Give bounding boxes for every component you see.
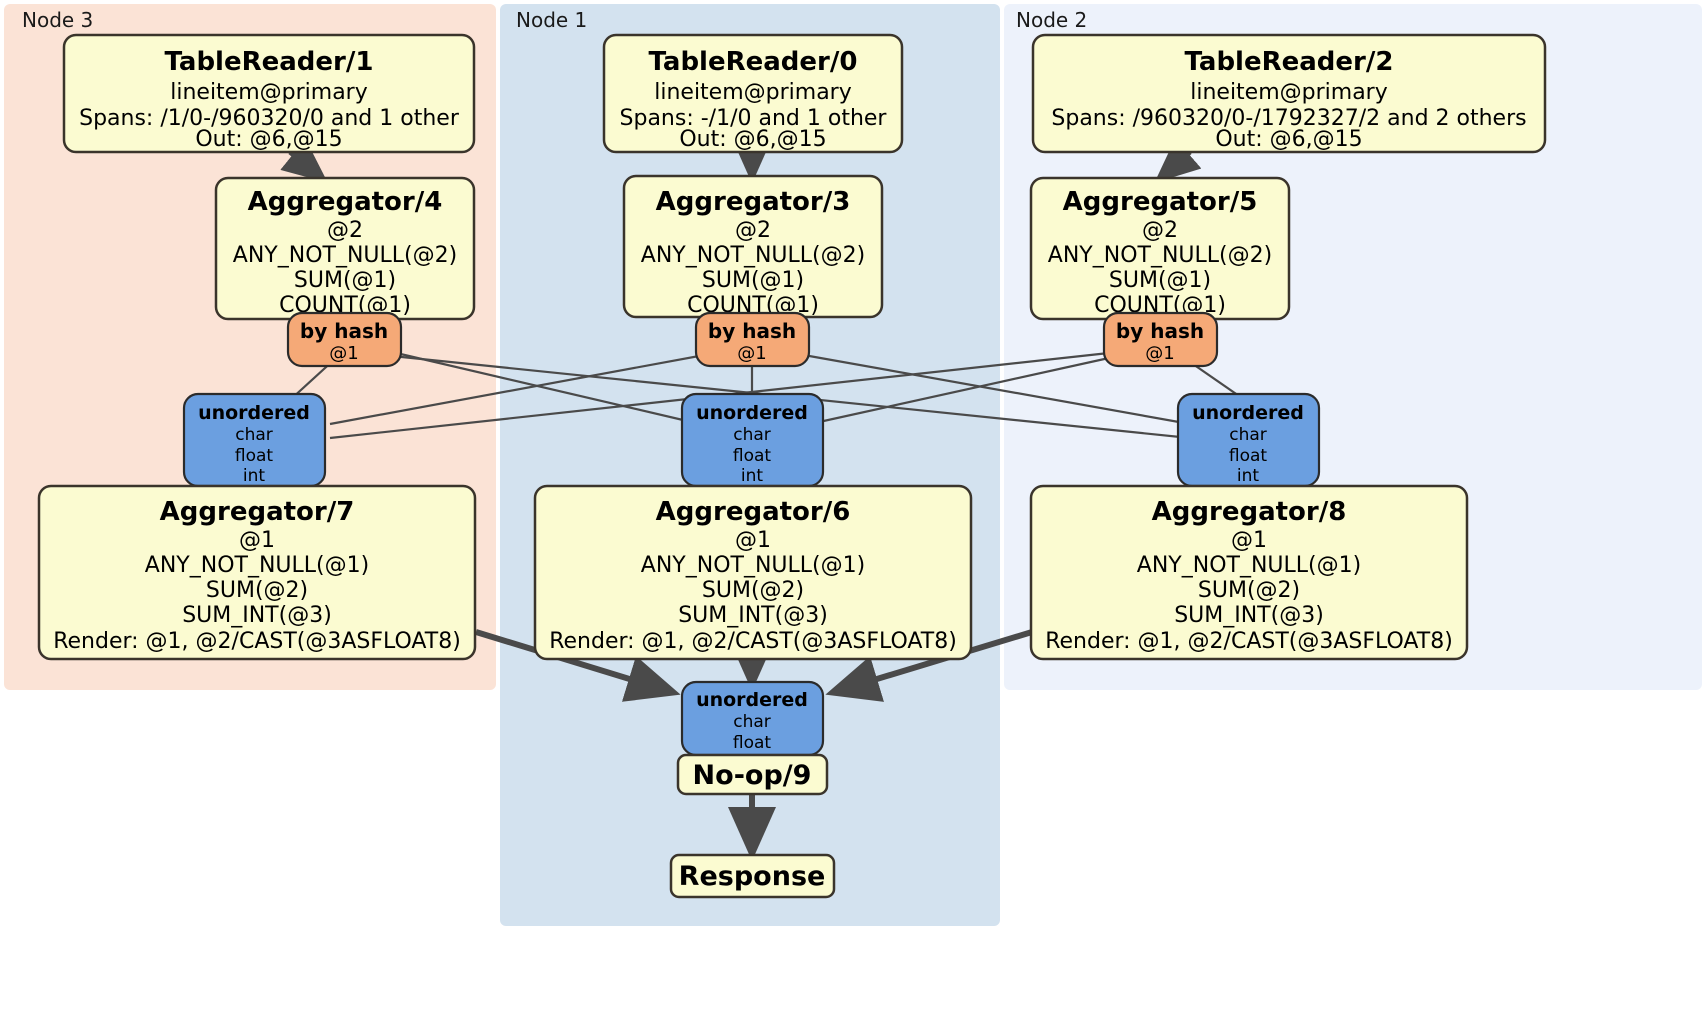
stream-unordered-left-line-1: float (235, 446, 274, 466)
stream-unordered-right-title: unordered (1192, 402, 1304, 424)
stream-unordered-center-line-2: int (741, 466, 763, 486)
stream-unordered-center-title: unordered (696, 402, 808, 424)
edge-hash-center-to-unordered-left (329, 352, 711, 426)
edge-hash-right-to-unordered-center (809, 354, 1119, 426)
edge-agg8-to-final (825, 629, 1033, 702)
router-by-hash-left-title: by hash (300, 319, 388, 343)
aggregator-8-line-4: Render: @1, @2/CAST(@3ASFLOAT8) (1045, 629, 1453, 654)
aggregator-6-title: Aggregator/6 (656, 497, 851, 527)
aggregator-5-title: Aggregator/5 (1063, 187, 1258, 217)
processor-aggregator-7[interactable]: Aggregator/7 @1 ANY_NOT_NULL(@1) SUM(@2)… (37, 484, 477, 661)
table-reader-2-line-2: Out: @6,@15 (1215, 127, 1362, 152)
aggregator-3-line-0: @2 (735, 218, 771, 243)
stream-unordered-final[interactable]: unordered char float (680, 680, 825, 757)
router-by-hash-center[interactable]: by hash @1 (694, 311, 811, 368)
stream-unordered-final-line-0: char (733, 712, 771, 732)
edge-tr2-agg5 (1154, 138, 1202, 183)
processor-aggregator-4[interactable]: Aggregator/4 @2 ANY_NOT_NULL(@2) SUM(@1)… (214, 176, 476, 321)
aggregator-7-line-2: SUM(@2) (206, 578, 308, 603)
table-reader-0-title: TableReader/0 (649, 47, 858, 77)
processor-aggregator-5[interactable]: Aggregator/5 @2 ANY_NOT_NULL(@2) SUM(@1)… (1029, 176, 1291, 321)
aggregator-7-line-4: Render: @1, @2/CAST(@3ASFLOAT8) (53, 629, 461, 654)
processor-table-reader-0[interactable]: TableReader/0 lineitem@primary Spans: -/… (602, 33, 904, 154)
aggregator-6-line-3: SUM_INT(@3) (678, 603, 828, 628)
processor-table-reader-1[interactable]: TableReader/1 lineitem@primary Spans: /1… (62, 33, 476, 154)
aggregator-6-line-4: Render: @1, @2/CAST(@3ASFLOAT8) (549, 629, 957, 654)
aggregator-7-line-3: SUM_INT(@3) (182, 603, 332, 628)
stream-unordered-center-line-0: char (733, 425, 771, 445)
aggregator-7-line-1: ANY_NOT_NULL(@1) (145, 553, 369, 578)
table-reader-1-line-1: Spans: /1/0-/960320/0 and 1 other (79, 106, 460, 131)
stream-unordered-right-line-2: int (1237, 466, 1259, 486)
table-reader-0-line-0: lineitem@primary (654, 80, 852, 105)
stream-unordered-left-title: unordered (198, 402, 310, 424)
router-by-hash-center-line-0: @1 (737, 343, 766, 364)
stream-unordered-left[interactable]: unordered char float int (182, 392, 327, 488)
router-by-hash-left-line-0: @1 (329, 343, 358, 364)
aggregator-4-line-2: SUM(@1) (294, 268, 396, 293)
processor-noop-9[interactable]: No-op/9 (676, 753, 829, 796)
aggregator-8-line-2: SUM(@2) (1198, 578, 1300, 603)
aggregator-4-line-0: @2 (327, 218, 363, 243)
aggregator-6-line-1: ANY_NOT_NULL(@1) (641, 553, 865, 578)
table-reader-2-line-0: lineitem@primary (1190, 80, 1388, 105)
panel-node3-label: Node 3 (22, 8, 93, 32)
aggregator-3-title: Aggregator/3 (656, 187, 851, 217)
router-by-hash-center-title: by hash (708, 319, 796, 343)
edge-hash-right-to-unordered-right (1189, 361, 1243, 399)
aggregator-5-line-2: SUM(@1) (1109, 268, 1211, 293)
router-by-hash-right-line-0: @1 (1145, 343, 1174, 364)
panel-node2-label: Node 2 (1016, 8, 1087, 32)
edge-tr1-agg4 (280, 138, 328, 183)
stream-unordered-left-line-2: int (243, 466, 265, 486)
response-title: Response (679, 861, 826, 892)
table-reader-2-title: TableReader/2 (1185, 47, 1394, 77)
processor-aggregator-3[interactable]: Aggregator/3 @2 ANY_NOT_NULL(@2) SUM(@1)… (622, 174, 884, 319)
table-reader-0-line-2: Out: @6,@15 (679, 127, 826, 152)
aggregator-3-line-1: ANY_NOT_NULL(@2) (641, 243, 865, 268)
router-by-hash-right-title: by hash (1116, 319, 1204, 343)
aggregator-4-line-1: ANY_NOT_NULL(@2) (233, 243, 457, 268)
processor-table-reader-2[interactable]: TableReader/2 lineitem@primary Spans: /9… (1031, 33, 1547, 154)
stream-unordered-right-line-0: char (1229, 425, 1267, 445)
aggregator-8-line-1: ANY_NOT_NULL(@1) (1137, 553, 1361, 578)
noop-9-title: No-op/9 (693, 760, 812, 791)
table-reader-2-line-1: Spans: /960320/0-/1792327/2 and 2 others (1051, 106, 1526, 131)
stream-unordered-final-line-1: float (733, 733, 772, 753)
processor-aggregator-6[interactable]: Aggregator/6 @1 ANY_NOT_NULL(@1) SUM(@2)… (533, 484, 973, 661)
aggregator-3-line-2: SUM(@1) (702, 268, 804, 293)
aggregator-6-line-0: @1 (735, 528, 771, 553)
stream-unordered-left-line-0: char (235, 425, 273, 445)
aggregator-5-line-0: @2 (1142, 218, 1178, 243)
stream-unordered-center-line-1: float (733, 446, 772, 466)
edge-hash-left-to-unordered-center (391, 350, 701, 426)
router-by-hash-right[interactable]: by hash @1 (1102, 311, 1219, 368)
aggregator-8-line-3: SUM_INT(@3) (1174, 603, 1324, 628)
aggregator-4-title: Aggregator/4 (248, 187, 443, 217)
processor-aggregator-8[interactable]: Aggregator/8 @1 ANY_NOT_NULL(@1) SUM(@2)… (1029, 484, 1469, 661)
table-reader-0-line-1: Spans: -/1/0 and 1 other (620, 106, 888, 131)
stream-unordered-final-title: unordered (696, 689, 808, 711)
aggregator-7-title: Aggregator/7 (160, 497, 355, 527)
router-by-hash-left[interactable]: by hash @1 (286, 311, 403, 368)
edge-agg7-to-final (475, 629, 681, 702)
table-reader-1-title: TableReader/1 (165, 47, 374, 77)
stream-unordered-center[interactable]: unordered char float int (680, 392, 825, 488)
panel-node1-label: Node 1 (516, 8, 587, 32)
table-reader-1-line-0: lineitem@primary (170, 80, 368, 105)
aggregator-8-title: Aggregator/8 (1152, 497, 1347, 527)
processor-response[interactable]: Response (669, 853, 836, 899)
aggregator-5-line-1: ANY_NOT_NULL(@2) (1048, 243, 1272, 268)
stream-unordered-right-line-1: float (1229, 446, 1268, 466)
table-reader-1-line-2: Out: @6,@15 (195, 127, 342, 152)
edge-hash-center-to-unordered-right (797, 352, 1191, 426)
aggregator-8-line-0: @1 (1231, 528, 1267, 553)
stream-unordered-right[interactable]: unordered char float int (1176, 392, 1321, 488)
aggregator-6-line-2: SUM(@2) (702, 578, 804, 603)
aggregator-7-line-0: @1 (239, 528, 275, 553)
